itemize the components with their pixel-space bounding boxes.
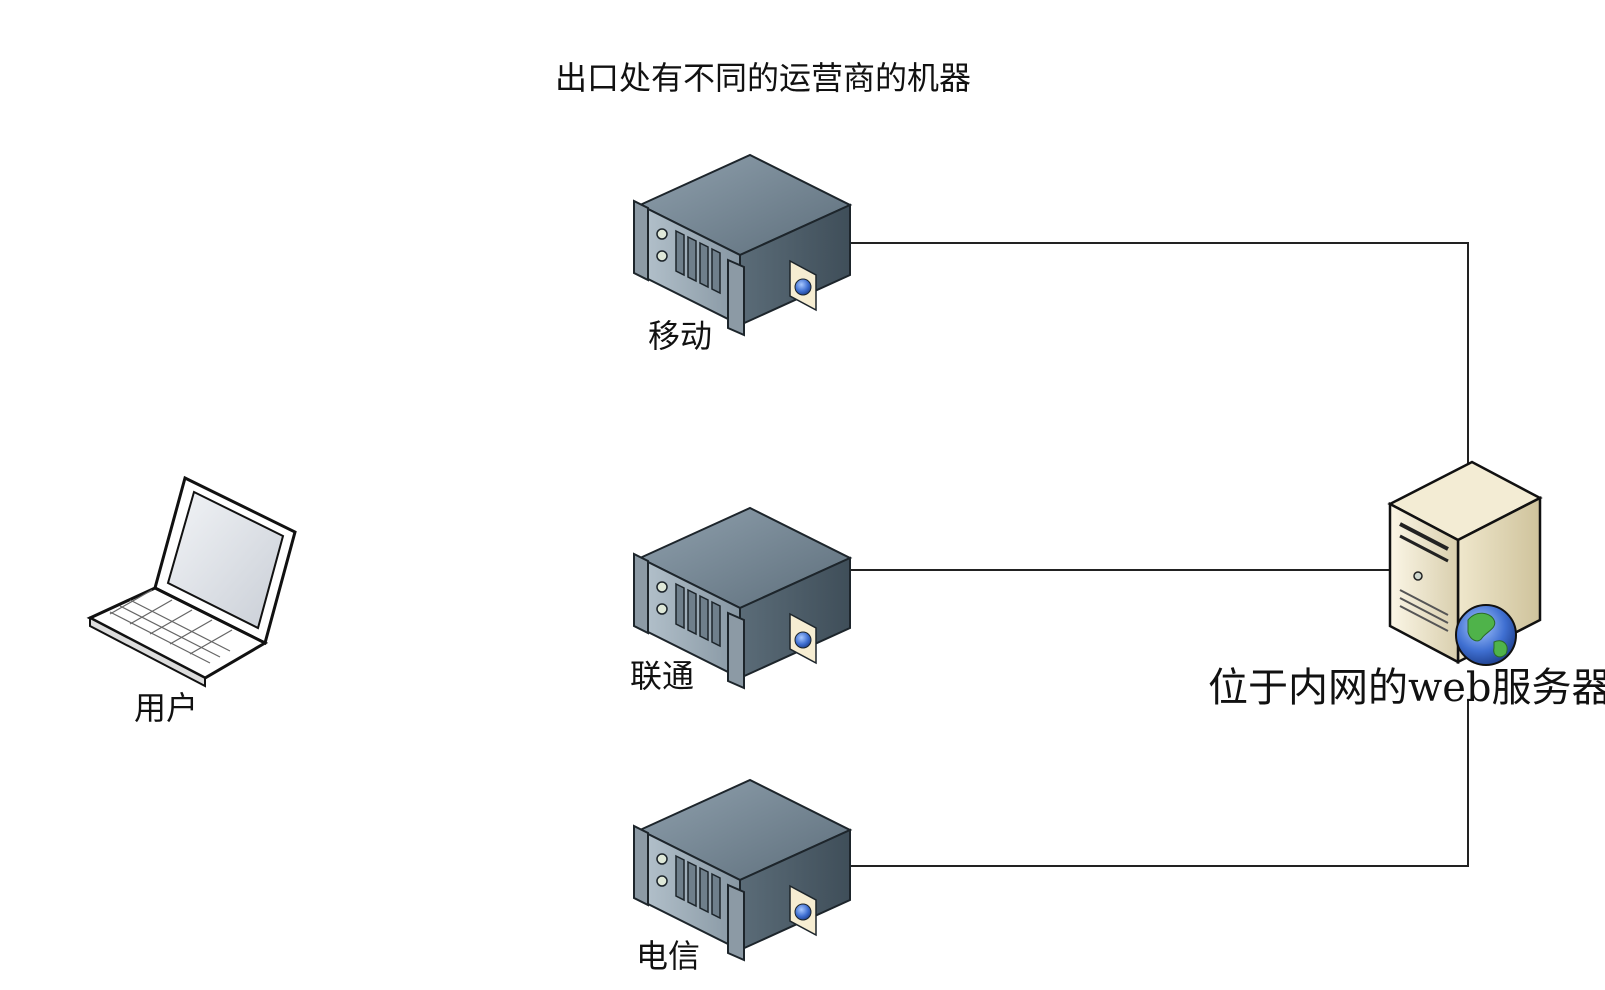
node-label-telecom: 电信 <box>636 937 701 975</box>
globe-icon <box>1455 604 1517 666</box>
web-server-icon <box>1387 460 1543 666</box>
node-label-web-server: 位于内网的web服务器 <box>1208 665 1605 711</box>
node-label-unicom: 联通 <box>630 657 695 695</box>
server-mobile-icon <box>633 154 851 336</box>
connection-lines <box>842 242 1469 867</box>
diagram-title: 出口处有不同的运营商的机器 <box>555 59 972 97</box>
node-label-user: 用户 <box>134 689 199 727</box>
edge-mobile-web <box>842 242 1469 480</box>
server-telecom-icon <box>633 779 851 961</box>
laptop-icon <box>86 475 297 688</box>
edge-telecom-web <box>842 700 1469 867</box>
node-label-mobile: 移动 <box>648 317 713 355</box>
